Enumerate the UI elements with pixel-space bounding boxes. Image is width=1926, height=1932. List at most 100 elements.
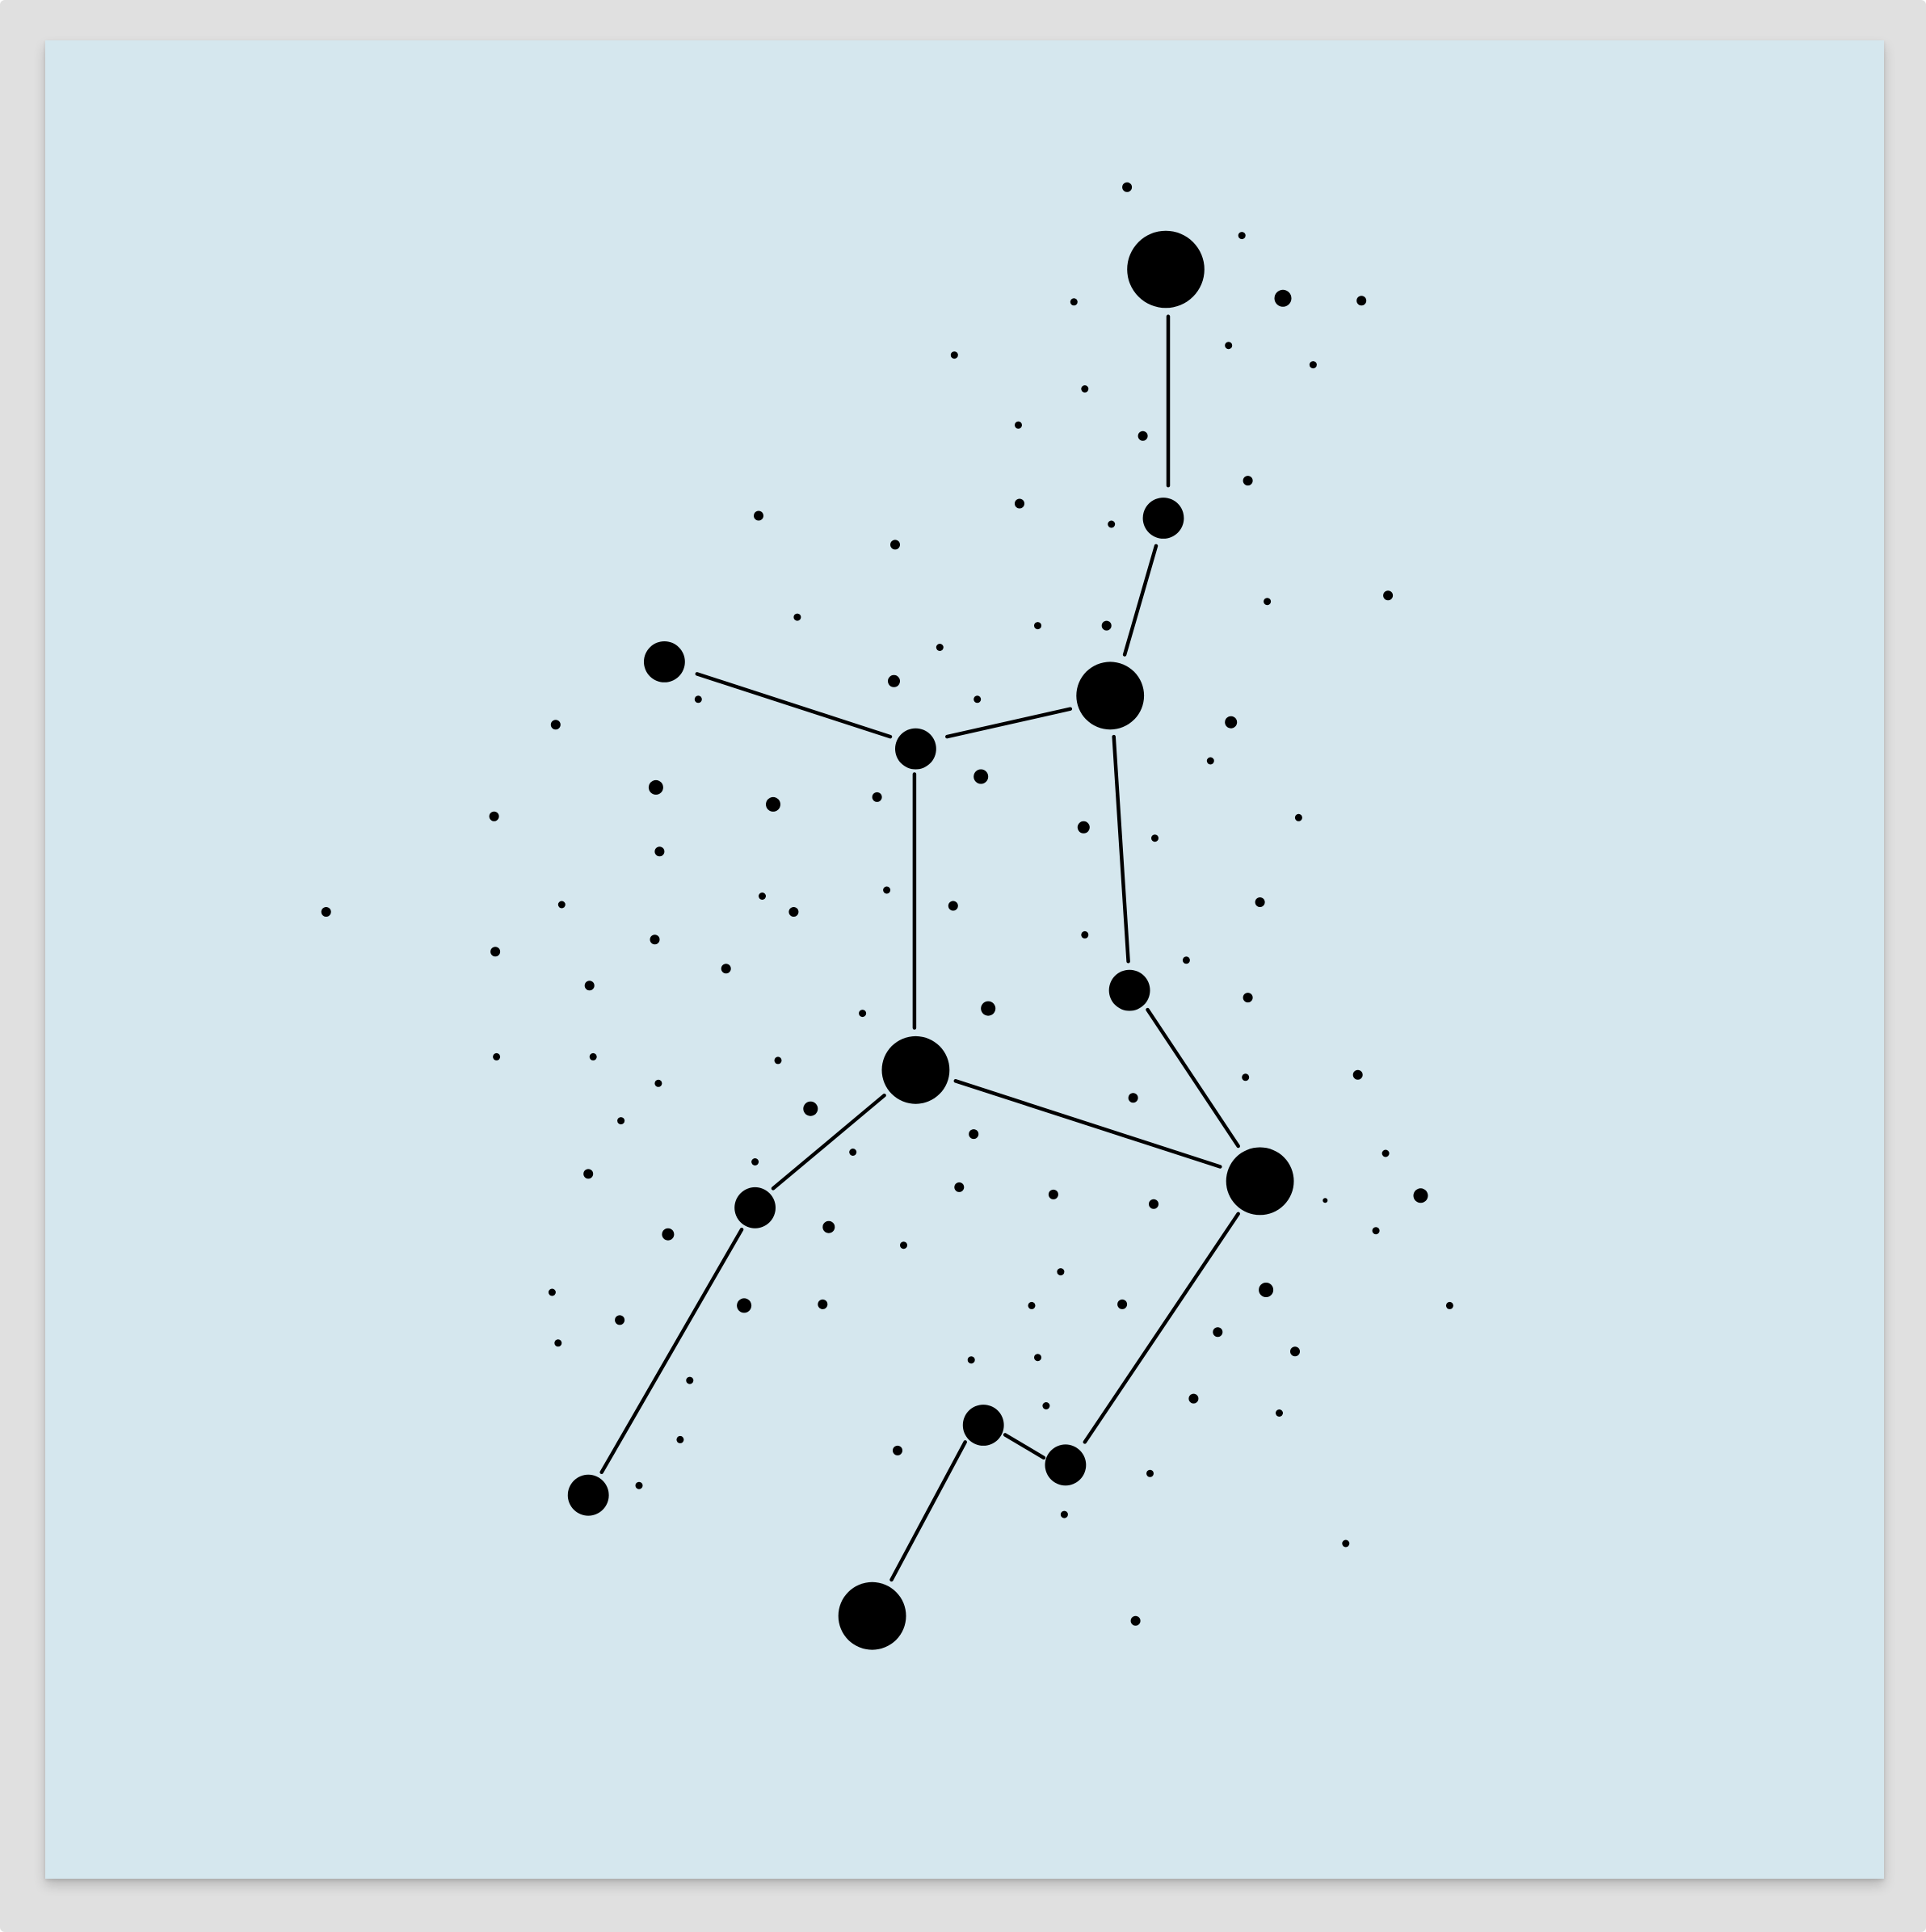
background-star [550,720,561,730]
background-star [1128,1093,1138,1103]
constellation-line [1122,544,1159,657]
constellation-line [945,707,1073,739]
background-star [1138,430,1148,441]
background-star [615,1315,625,1325]
major-star [838,1581,906,1650]
background-star [883,886,891,894]
background-star [948,901,958,911]
background-star [1151,834,1159,842]
background-star [694,695,702,704]
constellation-line [1146,1007,1240,1149]
background-star [859,1010,867,1018]
background-star [321,907,331,917]
constellation-line [889,1440,967,1582]
background-star [1149,1199,1159,1209]
background-star [1122,182,1133,192]
constellation-line [599,1227,744,1475]
print-background [45,40,1884,1879]
major-star [644,641,685,682]
background-star [583,1169,594,1179]
background-star [1077,821,1090,834]
background-star [1238,232,1246,240]
background-star [584,981,595,991]
background-star [1048,1189,1058,1199]
background-star [554,1339,562,1347]
background-star [954,1182,965,1192]
background-star [1413,1188,1428,1203]
background-star [1290,1346,1300,1357]
background-star [1028,1301,1036,1309]
background-star [648,779,663,795]
background-star [1188,1393,1199,1404]
background-star [1213,1327,1223,1338]
background-star [872,792,882,802]
background-star [803,1101,818,1116]
background-star [1243,476,1253,486]
background-star [1206,757,1214,765]
background-star [1242,1073,1250,1082]
constellation-line [953,1079,1222,1169]
background-star [676,1435,684,1443]
background-star [1034,622,1041,630]
background-star [721,964,731,974]
major-star [1045,1444,1087,1486]
background-star [759,892,766,900]
major-star [881,1035,950,1104]
background-star [974,695,982,704]
background-star [1372,1227,1380,1235]
background-star [974,769,989,784]
constellation-line [1112,734,1130,964]
background-star [493,1052,501,1060]
background-star [793,613,801,621]
constellation-line [1083,1212,1240,1444]
background-star [617,1117,625,1125]
background-star [1225,716,1238,729]
background-star [1034,1354,1041,1362]
constellation-line [1003,1433,1046,1460]
background-star [751,1158,759,1166]
major-star [895,728,936,770]
background-star [1356,296,1367,306]
background-star [557,901,566,909]
background-star [1323,1198,1328,1203]
background-star [1182,956,1190,964]
background-star [893,1445,902,1455]
major-star [1226,1147,1294,1216]
background-star [1294,813,1302,821]
background-star [754,510,763,521]
background-star [849,1149,857,1156]
background-star [1259,1283,1274,1297]
major-star [1108,969,1150,1011]
background-star [1342,1539,1350,1548]
background-star [1276,1409,1283,1417]
background-star [489,811,499,821]
background-star [1146,1469,1154,1477]
major-star [1142,498,1184,539]
background-star [981,1001,996,1016]
constellation-artwork [45,40,1884,1879]
background-star [890,540,900,550]
background-star [1070,298,1078,306]
constellation-line [771,1093,886,1191]
background-star [650,934,660,945]
background-star [788,907,799,917]
background-star [662,1228,675,1241]
background-star [1015,498,1024,509]
background-star [1130,1615,1141,1626]
background-star [818,1299,828,1309]
background-star [1445,1301,1453,1309]
major-star [567,1474,609,1516]
background-star [635,1481,643,1489]
background-star [1352,1069,1363,1080]
background-star [1057,1268,1065,1276]
constellation-line [695,672,893,739]
background-star [686,1376,694,1384]
background-star [1309,361,1317,369]
background-star [1060,1510,1068,1518]
background-star [1117,1299,1128,1309]
background-star [490,947,501,957]
background-star [950,351,958,359]
background-star [1225,342,1233,350]
background-star [1381,1149,1390,1157]
background-star [1264,598,1272,606]
